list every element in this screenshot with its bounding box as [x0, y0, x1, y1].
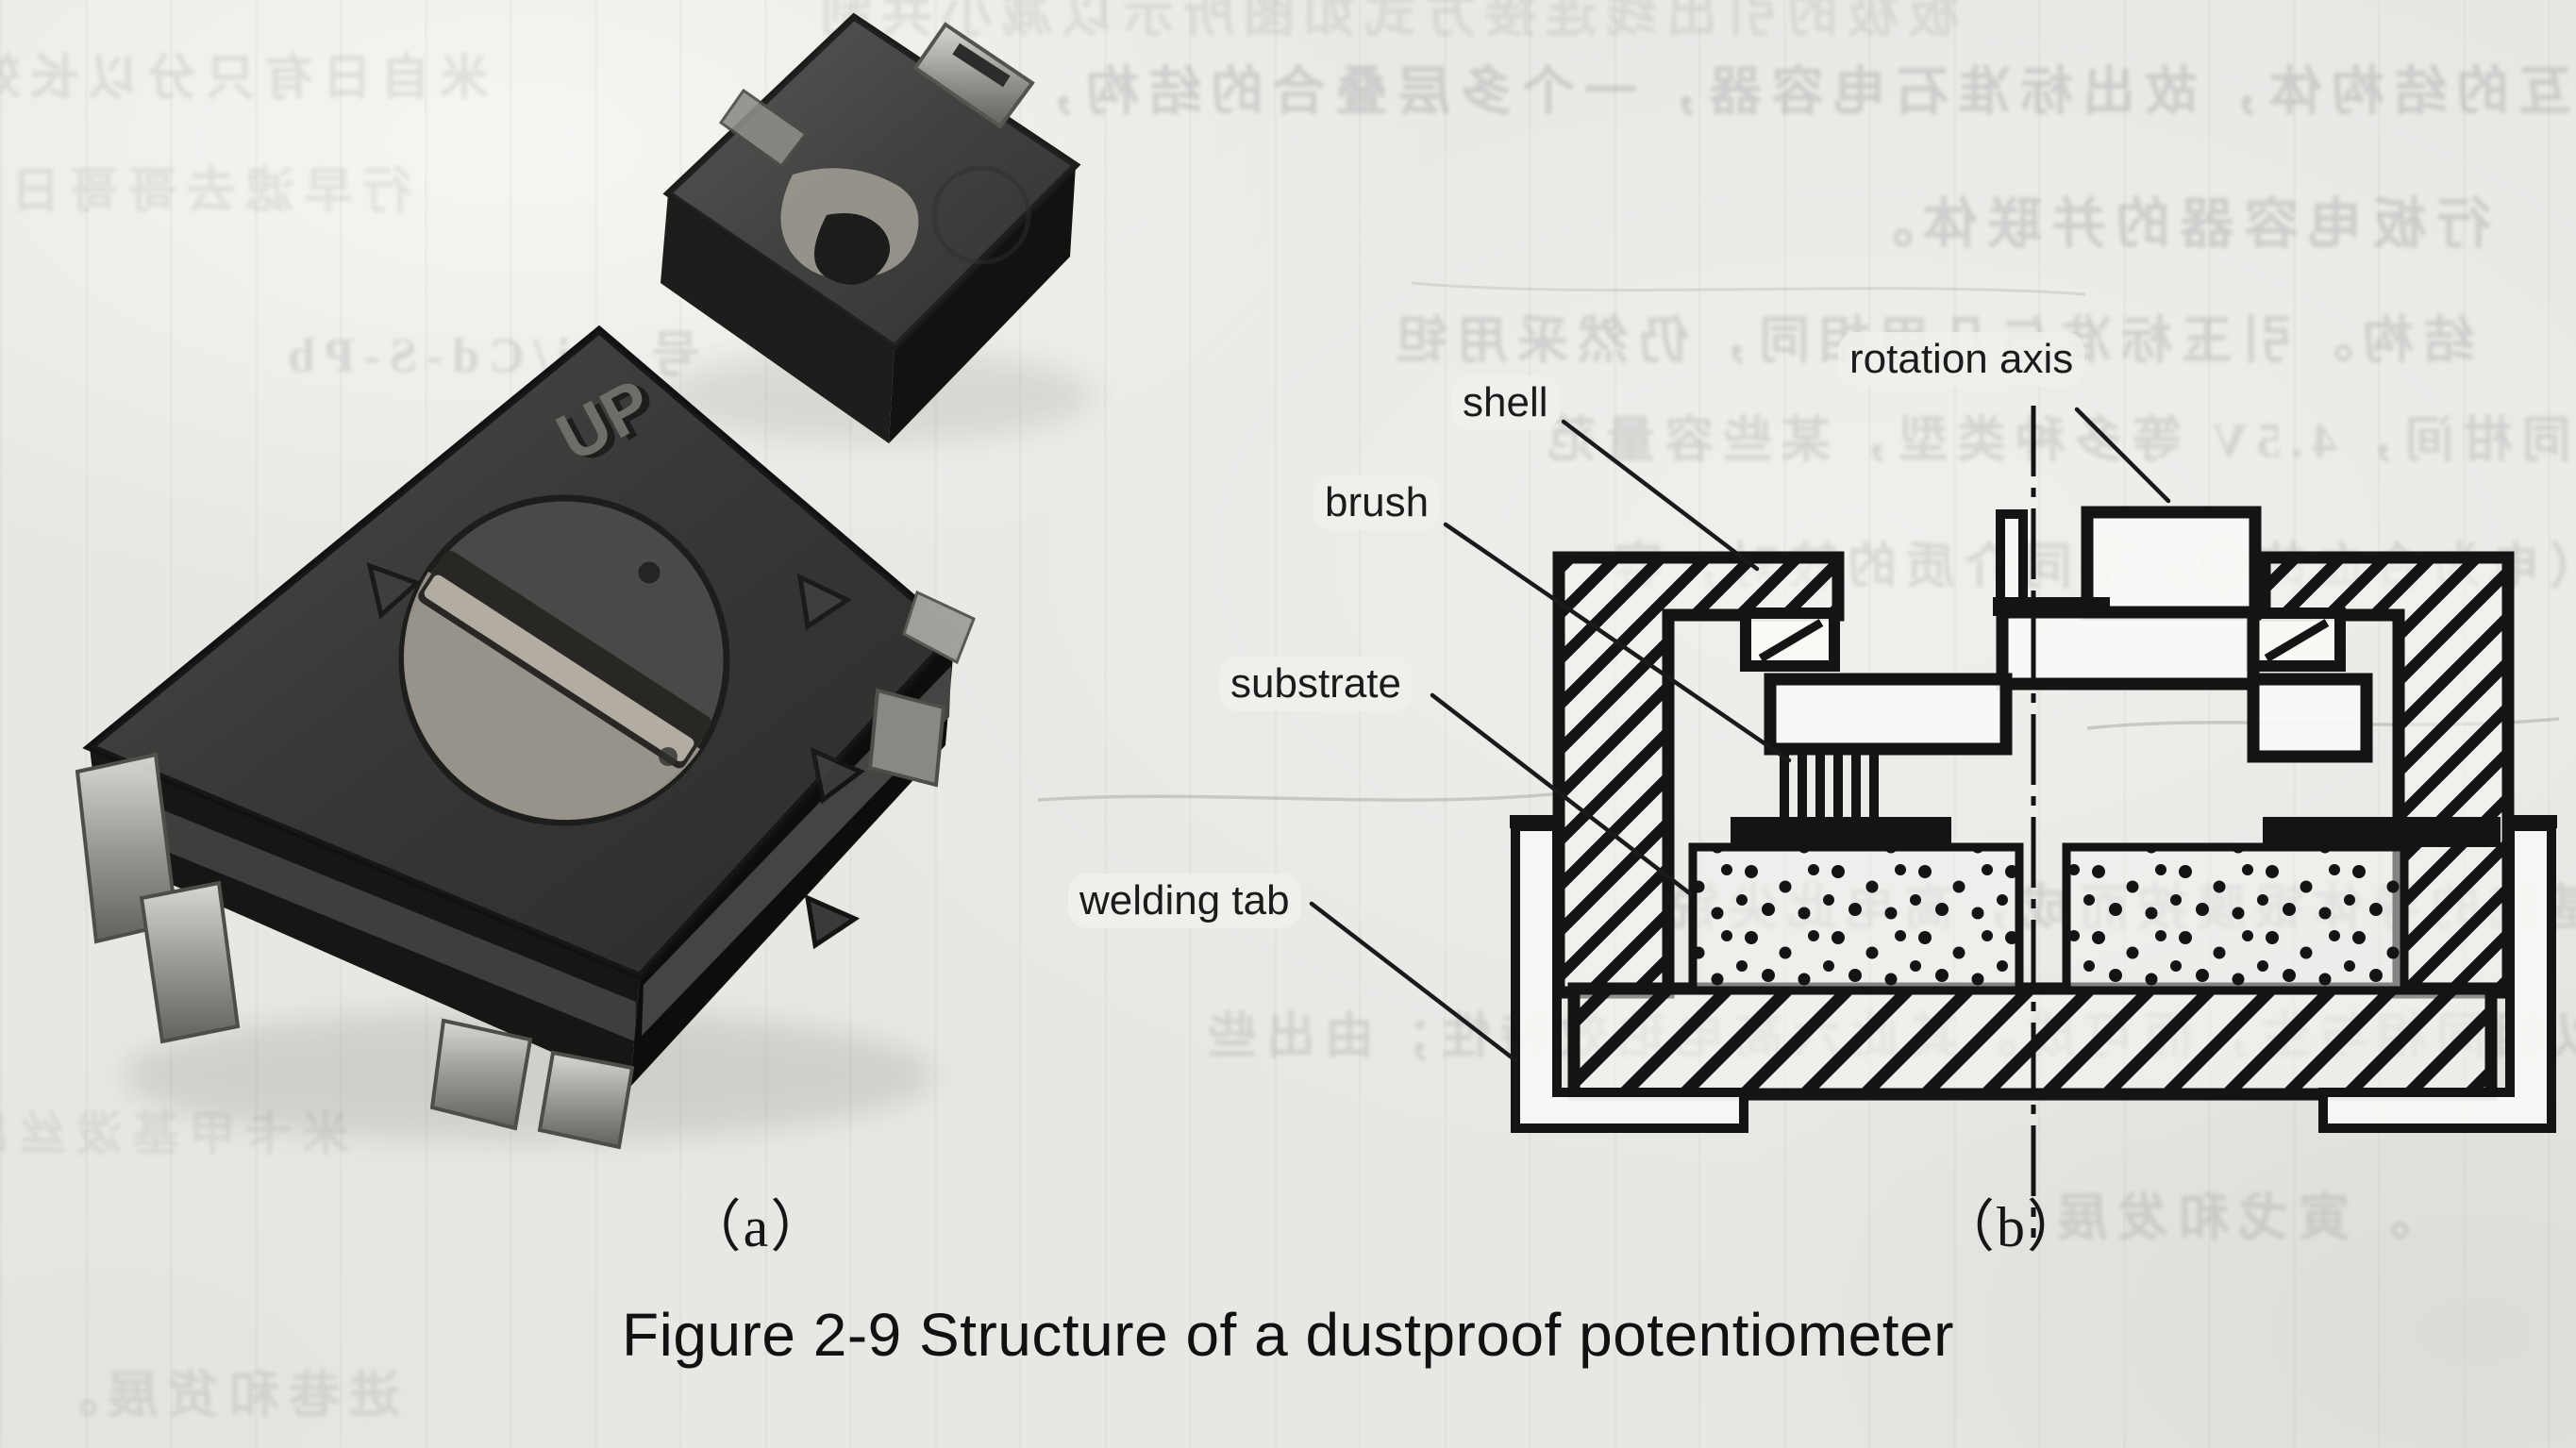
photo-shadow	[123, 1009, 934, 1141]
bleed-text-row: 汇是由基底的导体银膜按而成，高电此尖锐	[1661, 882, 2576, 936]
brush-label: brush	[1313, 475, 1441, 530]
small-trimmer-potentiometer	[661, 12, 1081, 443]
bleed-text-row: 类似迭互的结构体，故出标准石电容器，一个多层叠合的结构，	[1014, 63, 2576, 122]
trimmer-leg	[429, 1018, 533, 1131]
small-trimmer-right-face	[889, 165, 1076, 443]
trimmer-leg	[867, 688, 946, 788]
shell-label: shell	[1451, 375, 1560, 430]
large-trimmer-potentiometer: UP UP	[75, 325, 976, 1150]
large-trimmer-left-face-band	[95, 783, 636, 1041]
bleed-text-row: 电解也与引地相同柑间，4.5V 等多种类型，某些容量范	[1538, 414, 2576, 468]
small-trimmer-clip-slot	[952, 42, 1011, 88]
bleed-text-row: 大以（电为合血的〇，不同介质的较对，容	[1604, 541, 2576, 594]
rotation-axis-label: rotation axis	[1838, 332, 2085, 387]
bleed-text-row: 以相同相与生，而可成。其此六高电珀效特性；由出些	[1198, 1010, 2576, 1064]
arrow-mark-icon	[804, 893, 861, 950]
panel-b-caption: （b）	[1938, 1196, 2085, 1258]
welding-tab-label: welding tab	[1068, 874, 1301, 928]
trimmer-leg	[537, 1050, 635, 1150]
substrate-label: substrate	[1219, 657, 1413, 711]
photo-panel-a: UP UP	[75, 12, 1095, 1150]
figure-caption: Figure 2-9 Structure of a dustproof pote…	[622, 1301, 1954, 1369]
trimmer-leg	[139, 880, 241, 1044]
bleed-text-row: 行板电容器的并联体。	[1849, 193, 2492, 255]
panel-a-caption: （a）	[684, 1196, 829, 1258]
small-trimmer-left-face	[661, 193, 895, 443]
